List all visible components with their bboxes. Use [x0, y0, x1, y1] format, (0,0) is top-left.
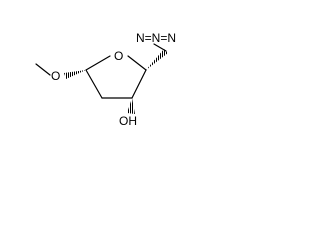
- methoxy-oxygen-label: O: [51, 69, 60, 83]
- bond-methoxy-o-methyl: [35, 63, 51, 76]
- hashed-wedge-bond-c3-hydroxyl: [127, 98, 135, 114]
- bond-ring-o-c4: [127, 55, 147, 71]
- bond-c1-ring-o: [85, 55, 111, 71]
- azide-label: N=N=N: [136, 31, 176, 45]
- molecule-diagram: O O OH N=N=N: [35, 31, 176, 128]
- ring-oxygen-label: O: [114, 49, 123, 63]
- hydroxyl-label: OH: [119, 114, 137, 128]
- bond-ch2-azide: [153, 43, 167, 52]
- bond-c2-c1: [85, 69, 103, 99]
- bond-c4-c3: [131, 69, 147, 99]
- structure-canvas: O O OH N=N=N: [0, 0, 223, 133]
- hashed-wedge-bond-c4-ch2: [146, 49, 168, 70]
- hashed-wedge-bond-c1-methoxy: [64, 70, 86, 79]
